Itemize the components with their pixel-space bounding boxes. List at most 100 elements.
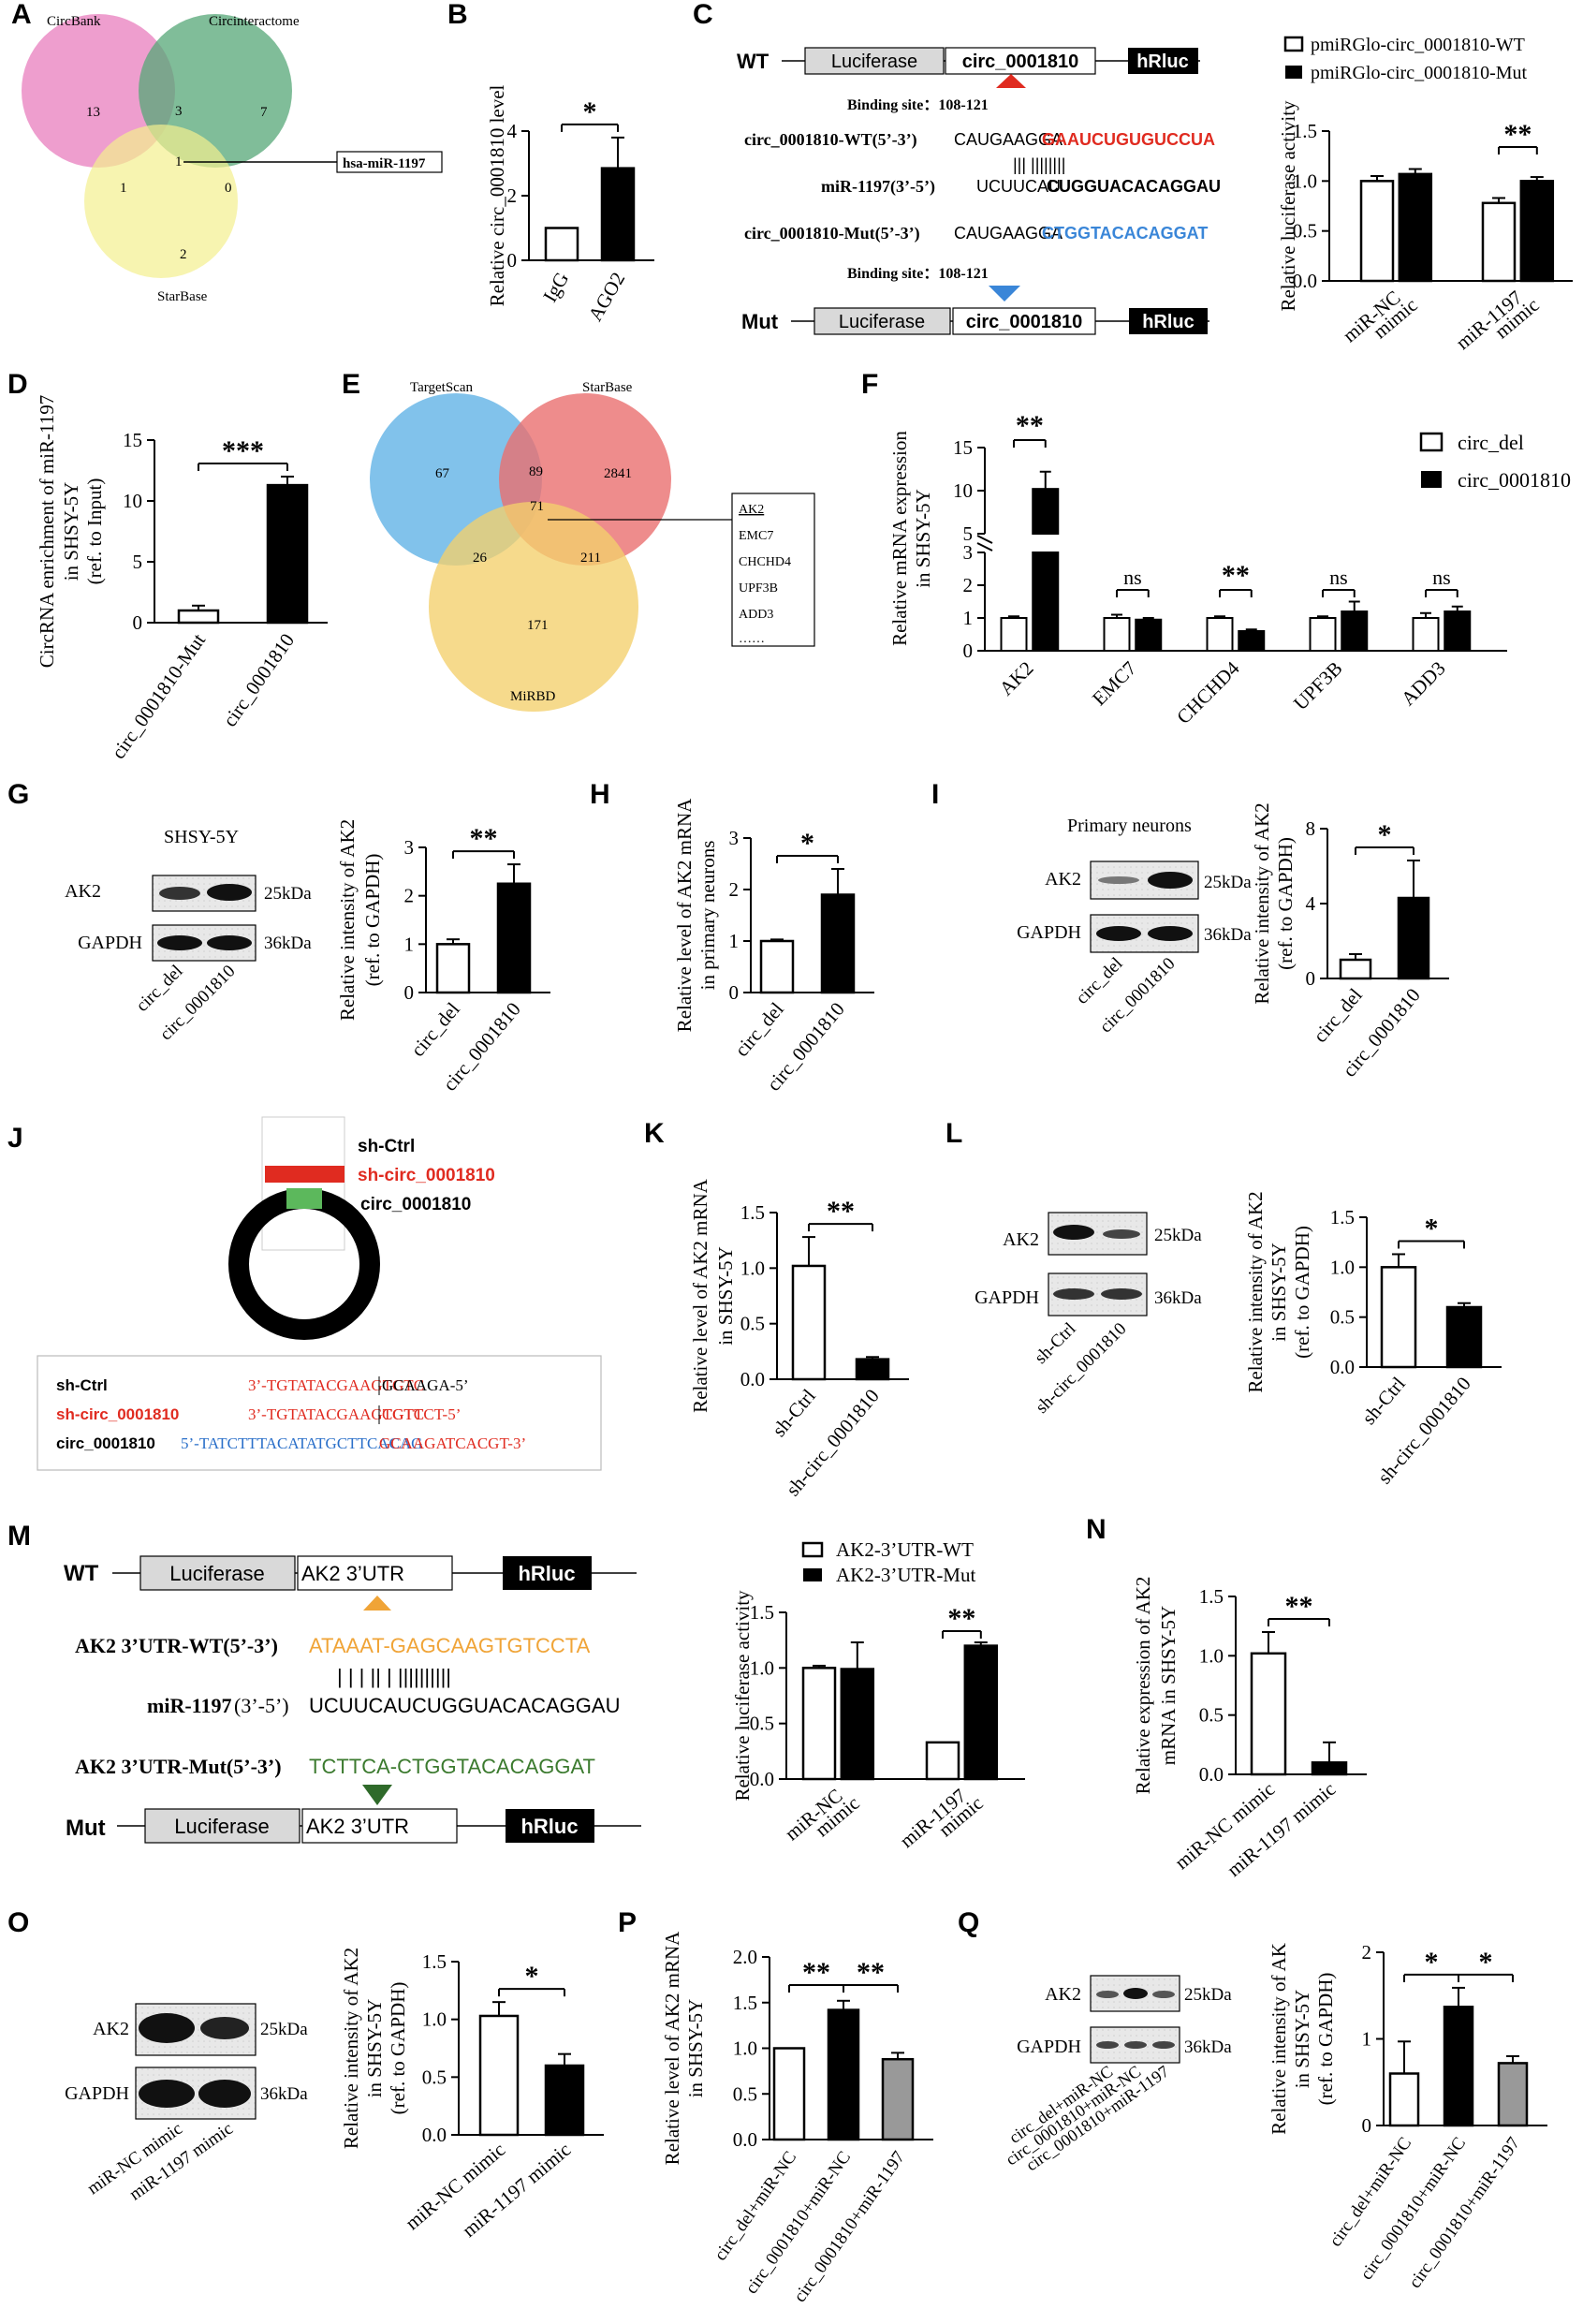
- blot-kda: 36kDa: [260, 2084, 308, 2104]
- seq-name: sh-Ctrl: [56, 1376, 108, 1394]
- venn-count: 67: [435, 466, 450, 481]
- panel-label-i: I: [931, 779, 939, 810]
- y-tick-label: 0: [404, 981, 415, 1004]
- y-tick-label: 3: [963, 541, 974, 564]
- blot-band-label: AK2: [1003, 1229, 1039, 1250]
- y-tick-label: 1.5: [1293, 120, 1317, 142]
- bar: [1359, 180, 1395, 283]
- gene-list-item: AK2: [739, 503, 764, 517]
- luciferase-box: [144, 1808, 300, 1844]
- gene-list-item: ADD3: [739, 608, 773, 622]
- venn-count: 71: [530, 499, 544, 514]
- y-tick-label: 2.0: [733, 1946, 757, 1968]
- gene-list-item: EMC7: [739, 529, 773, 543]
- y-axis-label: Relative expression of AK2: [1132, 1577, 1154, 1795]
- blot-band: [139, 2080, 195, 2108]
- bar: [791, 1264, 827, 1381]
- bar: [1206, 617, 1234, 652]
- luciferase-label: Luciferase: [831, 51, 917, 72]
- venn-callout-text: hsa-miR-1197: [343, 156, 426, 171]
- legend-label: AK2-3’UTR-WT: [836, 1538, 974, 1561]
- x-tick-label: circ_0001810: [218, 629, 299, 730]
- blot-band-label: AK2: [1045, 1984, 1081, 2005]
- binding-site-text: Binding site：108-121: [847, 266, 989, 282]
- panel-c-diagram: C WT Luciferase circ_0001810 hRluc Bindi…: [693, 0, 1221, 335]
- bar: [1032, 488, 1060, 535]
- y-tick-label: 15: [953, 436, 973, 459]
- bar: [435, 943, 471, 994]
- chart-l: 0.00.51.01.5sh-Ctrlsh-circ_0001810Relati…: [1244, 1191, 1502, 1488]
- bar: [772, 2047, 806, 2141]
- x-tick-label: AK2: [995, 657, 1038, 700]
- blot-band: [159, 887, 200, 900]
- blot-band-label: AK2: [93, 2019, 129, 2039]
- sig-star: **: [802, 1957, 830, 1988]
- base-pairing-marks: ||| ||||||||: [1013, 155, 1065, 174]
- bar: [1497, 2062, 1529, 2127]
- bar: [1238, 630, 1266, 652]
- bar: [1444, 610, 1472, 652]
- y-axis-label: Relative intensity of AK2: [340, 1948, 362, 2149]
- luciferase-label: Luciferase: [169, 1562, 265, 1585]
- chart-k: 0.00.51.01.5sh-Ctrlsh-circ_0001810Relati…: [689, 1178, 909, 1500]
- panel-e: E TargetScan StarBase MiRBD 67 89 2841 7…: [342, 369, 815, 712]
- blot-kda: 36kDa: [264, 934, 312, 953]
- legend-c: pmiRGlo-circ_0001810-WT pmiRGlo-circ_000…: [1283, 35, 1528, 83]
- y-tick-label: 1.0: [750, 1656, 774, 1679]
- y-tick-label: 0: [507, 249, 518, 272]
- legend-swatch-mut: [1285, 66, 1302, 79]
- sig-star: **: [857, 1957, 885, 1988]
- seq-mut-label: AK2 3’UTR-Mut(5’-3’): [75, 1755, 282, 1778]
- venn-label-mirbd: MiRBD: [510, 689, 556, 704]
- binding-site-text: Binding site：108-121: [847, 97, 989, 113]
- y-tick-label: 0.5: [1293, 220, 1317, 243]
- venn-circle-mirbd: [429, 502, 638, 712]
- y-tick-label: 0: [729, 981, 740, 1004]
- panel-label-g: G: [7, 779, 29, 810]
- bar: [1311, 1761, 1348, 1776]
- bar: [1250, 1652, 1287, 1776]
- y-tick-label: 3: [404, 836, 415, 859]
- x-tick-label: circ_del: [406, 998, 464, 1061]
- blot-kda: 36kDa: [1184, 2037, 1232, 2057]
- legend-m: AK2-3’UTR-WT AK2-3’UTR-Mut: [801, 1538, 975, 1586]
- blot-kda: 25kDa: [1204, 873, 1252, 892]
- sig-star: ***: [222, 435, 264, 466]
- y-axis-label: (ref. to GAPDH): [361, 854, 384, 987]
- luciferase-box: [813, 307, 951, 335]
- sig-star: **: [1285, 1591, 1313, 1622]
- hrluc-box: [503, 1556, 592, 1590]
- y-tick-label: 8: [1306, 817, 1316, 840]
- venn-count: 13: [86, 105, 100, 120]
- y-axis-label: in SHSY-5Y: [60, 482, 82, 581]
- hrluc-label: hRluc: [1136, 51, 1189, 72]
- seq-name: sh-circ_0001810: [56, 1405, 179, 1423]
- y-axis-label: Relative level of AK2 mRNA: [673, 798, 696, 1032]
- blot-band-label: GAPDH: [78, 933, 142, 953]
- y-tick-label: 1.0: [1293, 169, 1317, 192]
- y-axis-label: (ref. to GAPDH): [387, 1982, 409, 2115]
- hrluc-box: [1129, 308, 1208, 334]
- y-axis-label: Relative intensity of AK2: [336, 819, 359, 1021]
- x-tick-label: sh-Ctrl: [1357, 1373, 1410, 1429]
- seq-mir: UCUUCAUCUGGUACACAGGAU: [309, 1694, 620, 1717]
- legend-label: pmiRGlo-circ_0001810-Mut: [1311, 63, 1528, 83]
- bar: [820, 893, 856, 994]
- seq-part-a: 5’-TATCTTTACATATGCTTCACAG: [181, 1434, 422, 1452]
- y-tick-label: 0.0: [740, 1368, 765, 1390]
- binding-site-arrow-wt: [363, 1596, 391, 1611]
- seq-wt-label: AK2 3’UTR-WT(5’-3’): [75, 1634, 278, 1657]
- utr-label: AK2 3’UTR: [301, 1562, 404, 1585]
- bar: [925, 1741, 960, 1781]
- blot-kda: 25kDa: [260, 2020, 308, 2039]
- bar: [1443, 2006, 1474, 2127]
- venn-count: 211: [580, 551, 601, 566]
- hrluc-label: hRluc: [518, 1562, 575, 1585]
- gene-list-item: UPF3B: [739, 581, 778, 596]
- y-tick-label: 0.5: [740, 1313, 765, 1335]
- bar: [266, 483, 309, 625]
